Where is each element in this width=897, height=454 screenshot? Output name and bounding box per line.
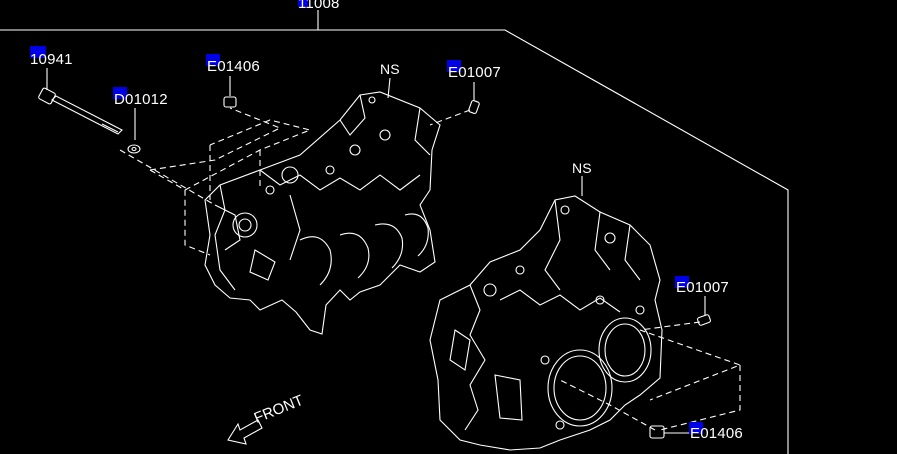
highlight-e01007-right xyxy=(675,276,689,288)
label-11008[interactable]: 11008 xyxy=(298,0,340,12)
label-e01406-left[interactable]: E01406 xyxy=(207,59,260,75)
label-d01012-text: D01012 xyxy=(114,91,168,108)
dowel-e01406-left xyxy=(223,96,237,108)
pin-e01007-right xyxy=(697,314,711,326)
dowel-e01406-right xyxy=(649,425,665,439)
label-ns-right: NS xyxy=(572,160,592,176)
label-e01406-left-text: E01406 xyxy=(207,58,260,75)
highlight-10941 xyxy=(30,46,46,58)
alignment-lines-right xyxy=(559,321,742,431)
bolt-10941 xyxy=(38,87,123,135)
label-e01007-left-text: E01007 xyxy=(448,64,501,81)
label-10941-text: 10941 xyxy=(30,51,73,68)
front-arrow xyxy=(227,419,263,445)
label-e01007-right-text: E01007 xyxy=(676,279,729,296)
label-11008-text: 11008 xyxy=(298,0,340,12)
assembly-bracket xyxy=(0,29,789,454)
highlight-e01406-left xyxy=(206,54,220,66)
label-e01007-right[interactable]: E01007 xyxy=(676,280,729,296)
label-e01406-right[interactable]: E01406 xyxy=(690,426,743,442)
label-ns-right-text: NS xyxy=(572,160,592,176)
highlight-e01007-left xyxy=(447,60,461,72)
label-ns-left: NS xyxy=(380,61,400,77)
engine-block-left xyxy=(204,91,441,335)
highlight-d01012 xyxy=(113,87,127,99)
label-e01007-left[interactable]: E01007 xyxy=(448,65,501,81)
label-e01406-right-text: E01406 xyxy=(690,425,743,442)
washer-d01012 xyxy=(127,144,141,154)
highlight-11008 xyxy=(298,0,308,7)
label-d01012[interactable]: D01012 xyxy=(114,92,168,108)
label-10941[interactable]: 10941 xyxy=(30,52,73,68)
pin-e01007-left xyxy=(468,100,480,114)
highlight-e01406-right xyxy=(689,422,703,434)
engine-block-right xyxy=(429,195,663,451)
ns-left-leader xyxy=(387,77,391,99)
label-ns-left-text: NS xyxy=(380,61,400,77)
